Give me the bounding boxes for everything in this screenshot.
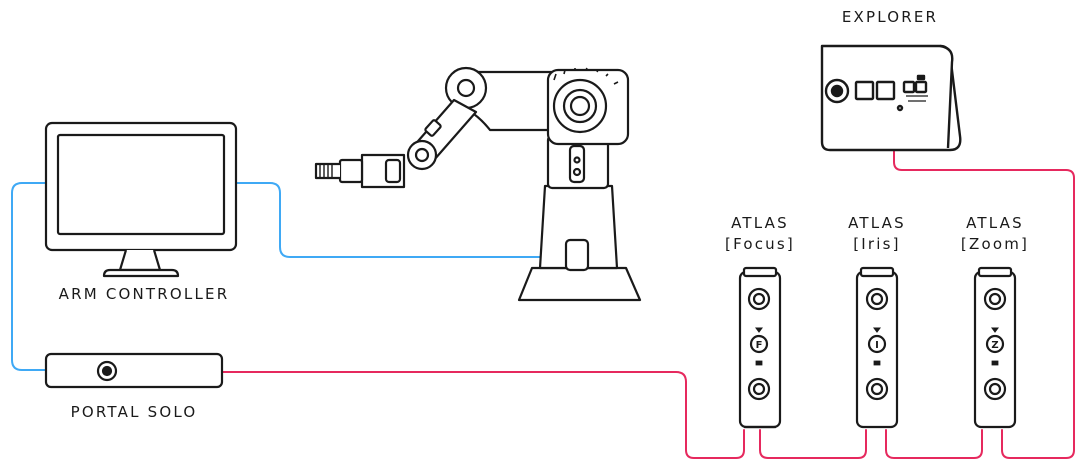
atlas-zoom-unit: [973, 266, 1017, 429]
atlas-focus-name: ATLAS: [731, 214, 789, 232]
atlas-focus-letter: F: [756, 340, 763, 351]
cable-portal-to-atlas: [221, 371, 745, 459]
atlas-iris-unit: [855, 266, 899, 429]
arm-controller-monitor: [44, 121, 238, 278]
cable-focus-to-iris: [759, 429, 867, 459]
cable-zoom-to-explorer: [893, 149, 1075, 459]
atlas-focus-unit: [738, 266, 782, 429]
arm-controller-label: ARM CONTROLLER: [58, 285, 230, 303]
atlas-zoom-name: ATLAS: [966, 214, 1024, 232]
atlas-iris-role: [Iris]: [853, 235, 901, 253]
portal-solo-device: [44, 352, 224, 389]
atlas-zoom-label: ATLAS [Zoom]: [950, 213, 1040, 255]
atlas-focus-label: ATLAS [Focus]: [714, 213, 806, 255]
portal-solo-label: PORTAL SOLO: [70, 403, 198, 421]
atlas-iris-name: ATLAS: [848, 214, 906, 232]
atlas-zoom-role: [Zoom]: [960, 235, 1030, 253]
atlas-iris-letter: I: [875, 340, 879, 351]
cable-monitor-to-robot: [235, 182, 567, 258]
explorer-device: [820, 44, 962, 152]
atlas-zoom-letter: Z: [991, 340, 998, 351]
cable-iris-to-zoom: [885, 429, 983, 459]
atlas-iris-label: ATLAS [Iris]: [836, 213, 918, 255]
robot-arm: [314, 66, 642, 302]
cable-monitor-to-portal: [11, 182, 47, 371]
atlas-focus-role: [Focus]: [725, 235, 795, 253]
explorer-label: EXPLORER: [841, 8, 939, 26]
